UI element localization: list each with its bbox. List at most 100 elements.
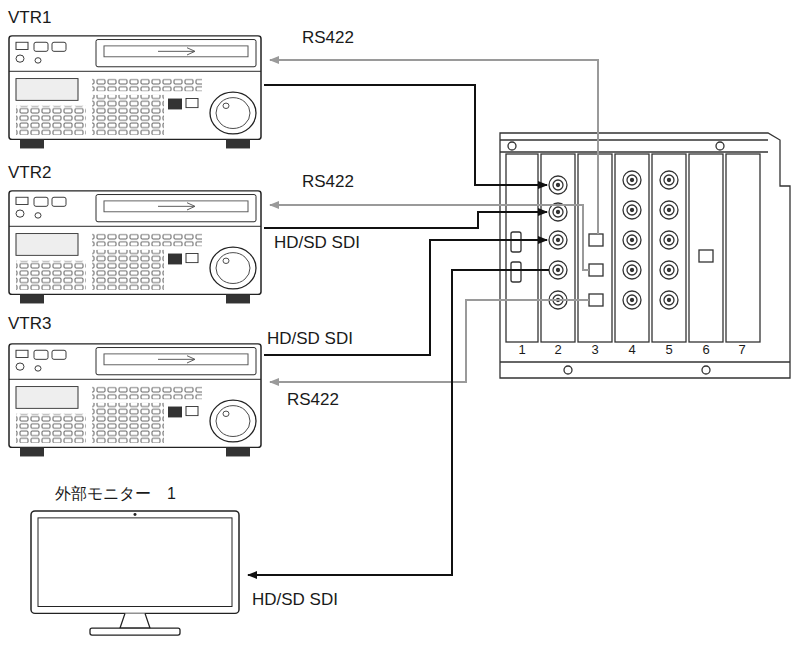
bnc-connector: [660, 261, 678, 279]
cable-connector: [270, 60, 598, 234]
drawing-stroke: [627, 295, 637, 305]
signal-label: RS422: [300, 28, 356, 48]
drawing-stroke: [508, 142, 516, 150]
drawing-stroke: [631, 179, 634, 182]
drawing-stroke: [652, 154, 686, 342]
device-label: VTR1: [8, 8, 51, 28]
signal-label: HD/SD SDI: [265, 329, 355, 349]
bnc-connector: [623, 231, 641, 249]
drawing-stroke: [589, 264, 603, 276]
drawing-stroke: [668, 209, 671, 212]
device-label: VTR3: [8, 314, 51, 334]
drawing-stroke: [664, 265, 674, 275]
drawing-stroke: [664, 295, 674, 305]
drawing-stroke: [623, 291, 641, 309]
signal-label: HD/SD SDI: [250, 590, 340, 610]
drawing-stroke: [660, 171, 678, 189]
drawing-stroke: [668, 269, 671, 272]
drawing-stroke: [511, 232, 521, 252]
cable-connector: [264, 212, 547, 228]
drawing-stroke: [549, 176, 567, 194]
drawing-stroke: [660, 291, 678, 309]
bnc-connector: [549, 261, 567, 279]
drawing-stroke: [553, 180, 563, 190]
drawing-stroke: [631, 299, 634, 302]
drawing-stroke: [623, 171, 641, 189]
vtr-deck: [9, 191, 261, 304]
drawing-stroke: [668, 239, 671, 242]
card-rack: 1234567: [497, 130, 790, 380]
slot-number: 2: [554, 343, 561, 358]
signal-label: HD/SD SDI: [272, 233, 362, 253]
monitor-screen: [31, 511, 239, 635]
bnc-connector: [660, 231, 678, 249]
drawing-stroke: [500, 139, 768, 140]
drawing-stroke: [668, 179, 671, 182]
drawing-stroke: [627, 235, 637, 245]
slot-number: 1: [518, 343, 525, 358]
drawing-stroke: [623, 201, 641, 219]
drawing-stroke: [631, 239, 634, 242]
bnc-connector: [623, 201, 641, 219]
drawing-stroke: [716, 142, 724, 150]
bnc-connector: [623, 291, 641, 309]
drawing-stroke: [664, 235, 674, 245]
card-rack: [500, 133, 790, 378]
drawing-stroke: [557, 239, 560, 242]
drawing-stroke: [500, 151, 768, 152]
bnc-connector: [549, 176, 567, 194]
slot-number: 5: [665, 343, 672, 358]
drawing-stroke: [627, 265, 637, 275]
drawing-stroke: [589, 234, 603, 246]
vtr-deck: [9, 36, 261, 149]
drawing-stroke: [623, 231, 641, 249]
drawing-stroke: [564, 366, 572, 374]
cable-connector: [264, 85, 547, 185]
drawing-stroke: [664, 175, 674, 185]
slot-number: 3: [591, 343, 598, 358]
slot-number: 6: [702, 343, 709, 358]
drawing-stroke: [631, 209, 634, 212]
signal-label: RS422: [285, 390, 341, 410]
drawing-stroke: [500, 133, 790, 378]
drawing-stroke: [660, 231, 678, 249]
drawing-stroke: [549, 231, 567, 249]
drawing-stroke: [627, 175, 637, 185]
drawing-stroke: [589, 294, 603, 306]
bnc-connector: [549, 231, 567, 249]
bnc-connector: [623, 261, 641, 279]
drawing-stroke: [623, 261, 641, 279]
device-label: 外部モニター 1: [55, 485, 176, 503]
drawing-stroke: [549, 261, 567, 279]
drawing-stroke: [553, 235, 563, 245]
cable-connector: [264, 240, 547, 355]
drawing-stroke: [557, 269, 560, 272]
bnc-connector: [660, 201, 678, 219]
drawing-stroke: [557, 184, 560, 187]
cable-connector: [248, 270, 549, 575]
bnc-connector: [660, 291, 678, 309]
drawing-stroke: [553, 207, 563, 217]
vtr-deck: [9, 344, 261, 457]
drawing-stroke: [660, 201, 678, 219]
bnc-connector: [660, 171, 678, 189]
drawing-stroke: [660, 261, 678, 279]
drawing-stroke: [627, 205, 637, 215]
drawing-stroke: [553, 265, 563, 275]
drawing-stroke: [726, 154, 760, 342]
drawing-stroke: [664, 205, 674, 215]
vtr-box: VTR2: [8, 160, 264, 308]
bnc-connector: [623, 171, 641, 189]
monitor-box: 外部モニター 1: [30, 485, 245, 643]
drawing-stroke: [702, 366, 710, 374]
drawing-stroke: [615, 154, 649, 342]
drawing-stroke: [668, 299, 671, 302]
slot-number: 7: [738, 343, 745, 358]
vtr-box: VTR3: [8, 310, 264, 462]
drawing-stroke: [500, 361, 790, 362]
vtr-box: VTR1: [8, 8, 264, 158]
